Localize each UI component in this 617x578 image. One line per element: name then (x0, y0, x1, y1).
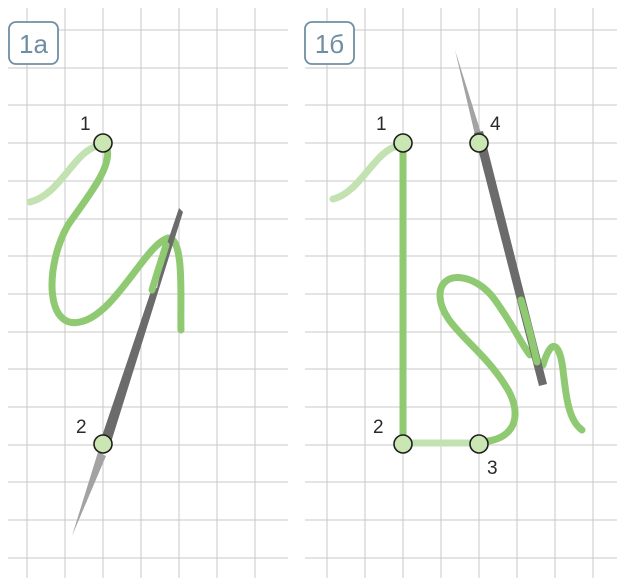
panel-1a: 1а 1 2 (9, 22, 183, 536)
panel-1b: 1б 1 2 3 4 (305, 22, 582, 479)
point-label-3-panel-1b: 3 (487, 458, 498, 479)
point-label-2-panel-1b: 2 (373, 417, 384, 438)
panel-label-1b: 1б (315, 29, 344, 59)
panel-label-1a-box: 1а (9, 22, 58, 64)
point-label-4-panel-1b: 4 (490, 114, 501, 135)
hole-1-panel-1a (94, 134, 112, 152)
hole-2-panel-1a (94, 435, 112, 453)
hole-3-panel-1b (470, 435, 488, 453)
hole-2-panel-1b (394, 435, 412, 453)
point-label-2-panel-1a: 2 (76, 417, 87, 438)
needle-1a (72, 208, 183, 536)
hole-1-panel-1b (394, 134, 412, 152)
point-label-1-panel-1b: 1 (376, 114, 387, 135)
thread-tail-end-1b (543, 346, 582, 430)
panel-label-1a: 1а (19, 29, 48, 59)
grid-panel-1b (305, 8, 617, 578)
point-label-1-panel-1a: 1 (80, 114, 91, 135)
thread-1a (52, 146, 181, 330)
hole-4-panel-1b (470, 134, 488, 152)
panel-label-1b-box: 1б (305, 22, 354, 64)
